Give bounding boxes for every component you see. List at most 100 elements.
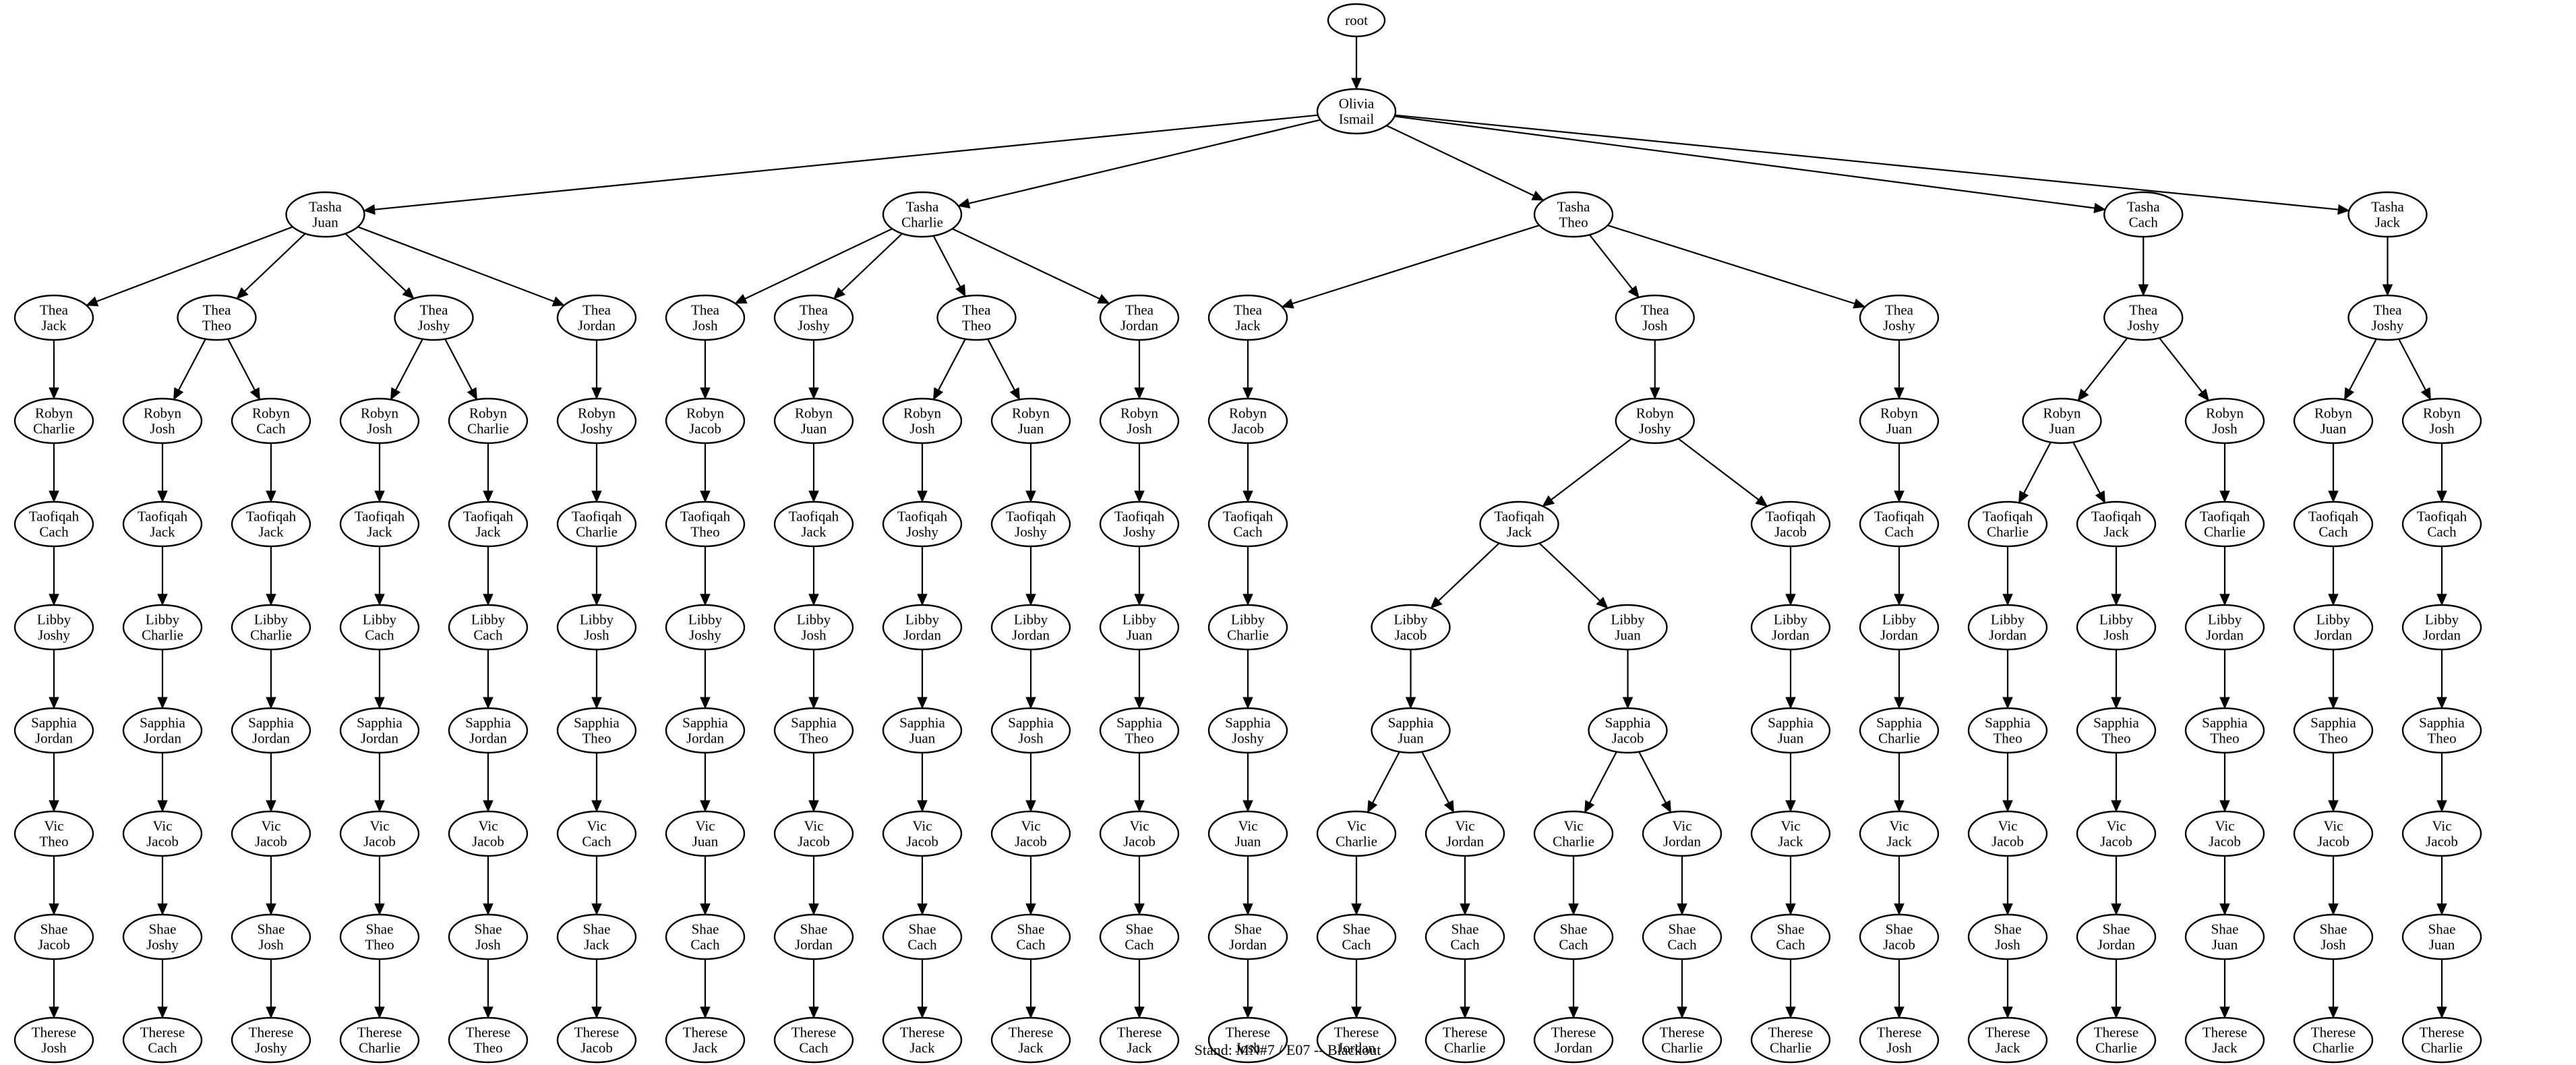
- edge: [483, 959, 493, 1019]
- edge: [734, 228, 893, 304]
- node-label-name: Charlie: [142, 627, 183, 643]
- arrowhead-icon: [2197, 388, 2210, 401]
- node-label-role: Robyn: [686, 405, 725, 422]
- node-ellipse: [1099, 913, 1180, 960]
- arrowhead-icon: [49, 387, 59, 400]
- node-label-name: Joshy: [1639, 421, 1671, 437]
- node-ellipse: [2076, 500, 2157, 548]
- arrowhead-icon: [2328, 1006, 2339, 1019]
- edge: [1134, 856, 1145, 916]
- edge: [2002, 959, 2013, 1019]
- node-ellipse: [936, 294, 1017, 341]
- node-label-name: Jacob: [38, 937, 70, 953]
- edge: [808, 546, 819, 606]
- node-label-role: Taofiqah: [246, 509, 297, 525]
- edge: [591, 340, 602, 400]
- node-label-role: Therese: [1877, 1025, 1921, 1041]
- arrowhead-icon: [2328, 490, 2339, 503]
- edge-line: [1292, 225, 1540, 305]
- node-ellipse: [1371, 707, 1451, 754]
- node-ellipse: [231, 397, 311, 444]
- edge: [49, 443, 59, 503]
- node-label-role: Libby: [688, 612, 723, 628]
- node-label-name: Theo: [962, 318, 991, 334]
- node-ellipse: [2184, 500, 2265, 548]
- node-ellipse: [1859, 1016, 1940, 1064]
- node-ellipse: [990, 1016, 1071, 1064]
- node-label-name: Joshy: [689, 627, 721, 643]
- edge: [374, 753, 385, 813]
- node-ellipse: [339, 707, 420, 754]
- node-label-role: Sapphia: [1225, 715, 1271, 731]
- node-ellipse: [1967, 707, 2048, 754]
- arrowhead-icon: [1134, 387, 1145, 400]
- node-label-role: Shae: [1451, 921, 1479, 938]
- edge: [808, 856, 819, 916]
- edge: [917, 856, 928, 916]
- node-label-name: Jack: [2375, 214, 2401, 231]
- arrowhead-icon: [2093, 202, 2106, 214]
- node-label-name: Theo: [202, 318, 231, 334]
- node-label-name: Charlie: [1227, 627, 1269, 643]
- node-ellipse: [339, 397, 420, 444]
- arrowhead-icon: [49, 1006, 59, 1019]
- node-ellipse: [2293, 913, 2374, 960]
- diagram-caption: Stand: MN#7 / E07 -- Blackout: [1195, 1041, 1381, 1058]
- edge-line: [2072, 442, 2101, 494]
- node-label-name: Charlie: [1553, 834, 1594, 850]
- arrowhead-icon: [2002, 697, 2013, 710]
- node-label-name: Josh: [2103, 627, 2129, 643]
- node-label-role: Therese: [2311, 1025, 2356, 1041]
- node-label-name: Josh: [1018, 730, 1044, 747]
- edge-line: [1438, 542, 1500, 602]
- arrowhead-icon: [1785, 1006, 1796, 1019]
- node-ellipse: [1967, 1016, 2048, 1064]
- edge: [2219, 856, 2230, 916]
- edge: [2111, 856, 2122, 916]
- node-label-name: Jack: [1778, 834, 1803, 850]
- node-ellipse: [773, 604, 854, 651]
- edge: [917, 546, 928, 606]
- edge: [483, 546, 493, 606]
- edge: [591, 546, 602, 606]
- arrowhead-icon: [157, 594, 168, 606]
- arrowhead-icon: [2002, 800, 2013, 813]
- node-ellipse: [1859, 294, 1940, 341]
- node-label-name: Jacob: [255, 834, 287, 850]
- node-label-name: Theo: [582, 730, 611, 747]
- edge: [2219, 959, 2230, 1019]
- node-label-name: Jacob: [1395, 627, 1427, 643]
- node-label-name: Jacob: [1015, 834, 1047, 850]
- node-label-role: Taofiqah: [2308, 509, 2359, 525]
- node-label-role: Sapphia: [574, 715, 620, 731]
- arrowhead-icon: [551, 296, 565, 307]
- edge: [700, 546, 711, 606]
- node-ellipse: [2184, 810, 2265, 857]
- edge: [2111, 650, 2122, 710]
- edge: [1894, 650, 1905, 710]
- edge-line: [841, 233, 903, 292]
- node-label-name: Josh: [475, 937, 501, 953]
- arrowhead-icon: [2328, 903, 2339, 916]
- node-label-role: Libby: [1991, 612, 2025, 628]
- node-label-name: Charlie: [2204, 524, 2246, 540]
- node-label-name: Theo: [365, 937, 394, 953]
- edge-line: [2398, 339, 2426, 391]
- node-label-role: Shae: [2320, 921, 2347, 938]
- node-label-name: Cach: [1342, 937, 1371, 953]
